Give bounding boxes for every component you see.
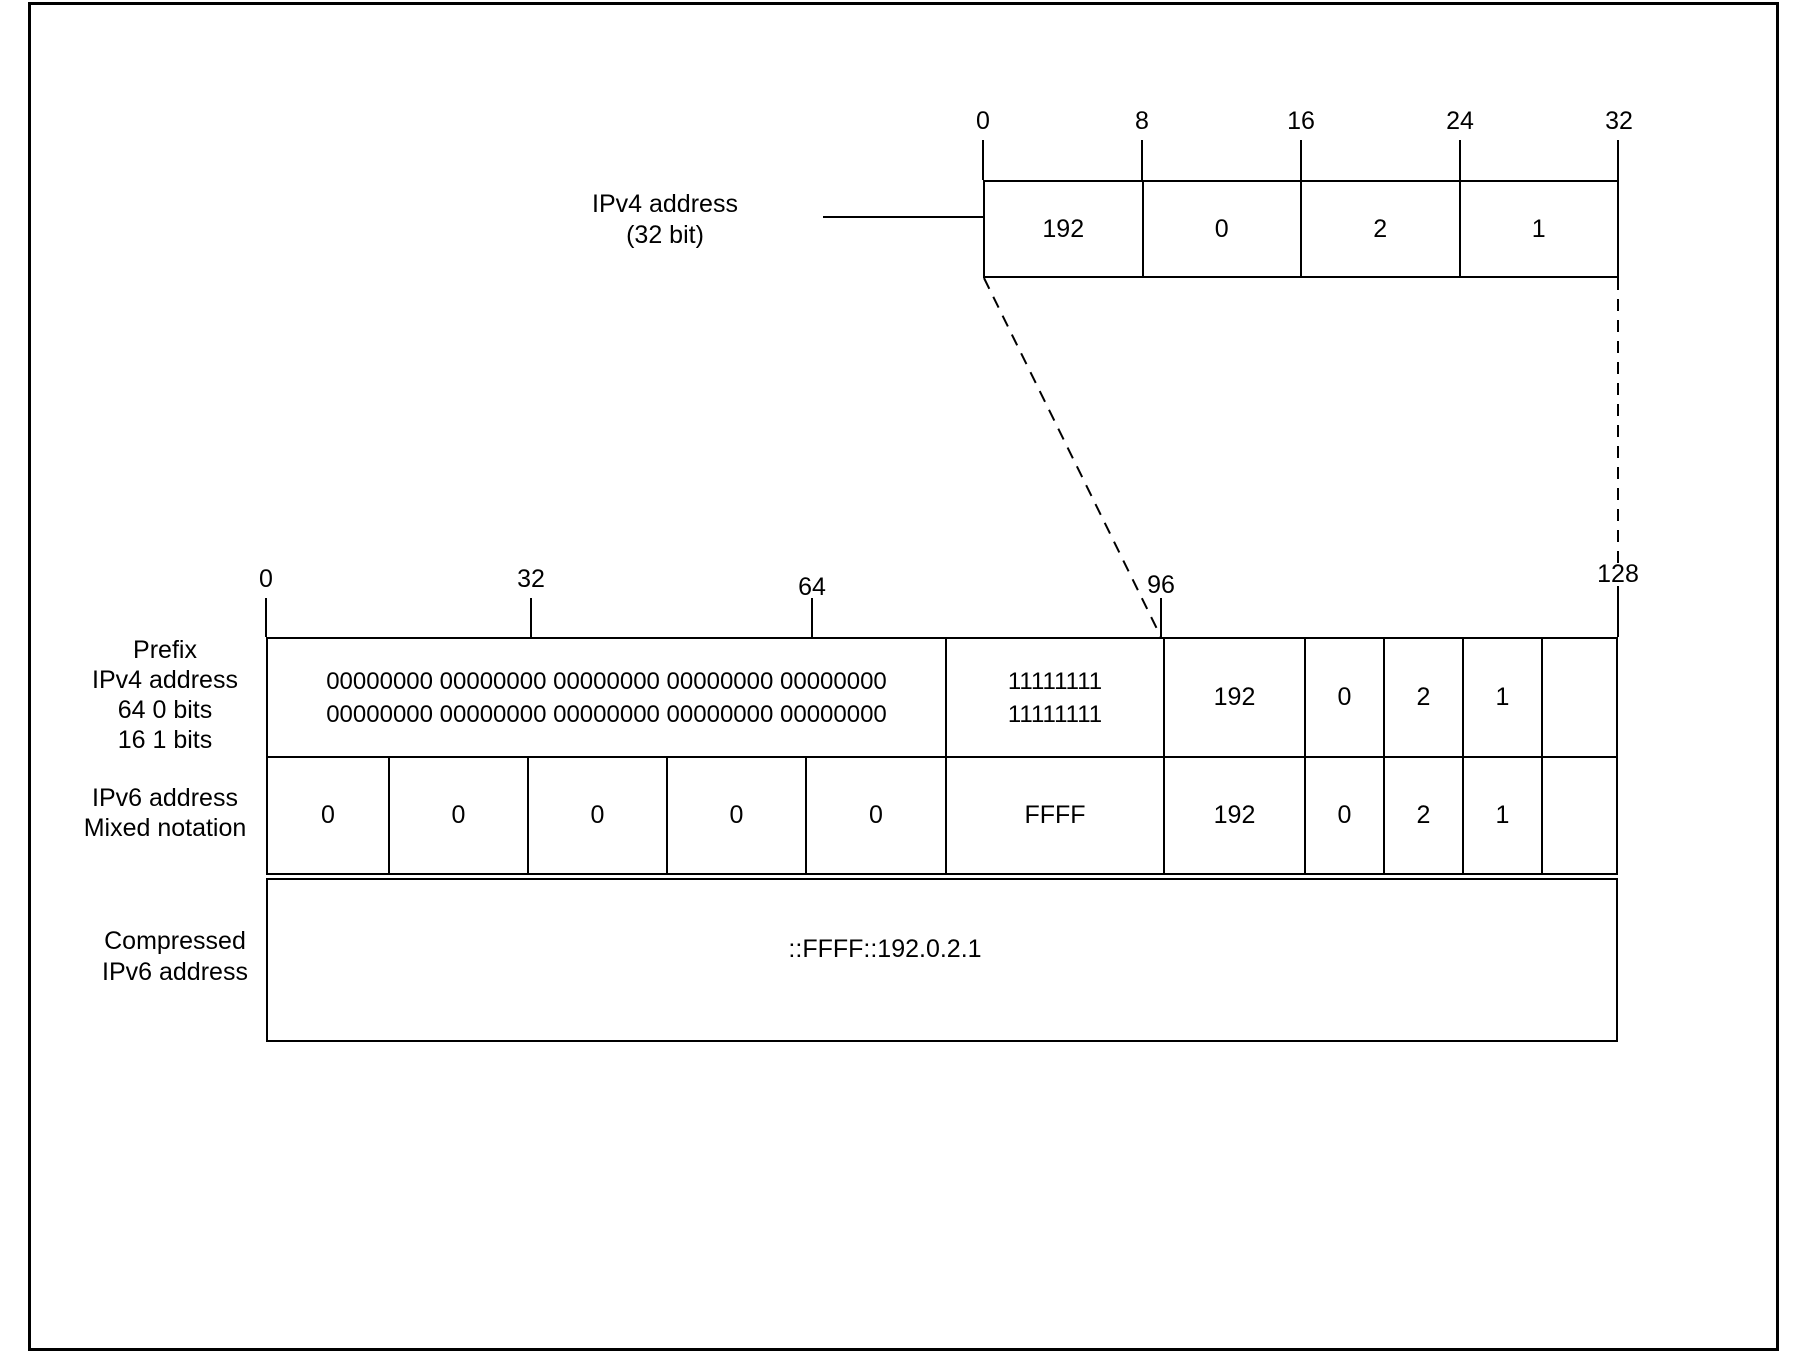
mixed-ipv4-cell-3: 2 (1383, 758, 1462, 873)
dashed-connector-left (983, 277, 1162, 638)
ipv4-tick-mark-24 (1459, 140, 1461, 180)
ipv4-octet-cell-3: 2 (1300, 182, 1459, 276)
row3-label-line1: Compressed (104, 927, 246, 955)
ipv4-tick-mark-8 (1141, 140, 1143, 180)
compressed-address-value: ::FFFF::192.0.2.1 (788, 934, 982, 963)
ipv6-tick-label-32: 32 (517, 565, 545, 593)
mixed-ipv4-cell-4: 1 (1462, 758, 1541, 873)
prefix-row: 00000000 00000000 00000000 00000000 0000… (268, 639, 1616, 758)
row1-label-line1: Prefix (133, 636, 197, 664)
ipv6-tick-mark-32 (530, 598, 532, 637)
ipv4-tick-mark-32 (1617, 140, 1619, 180)
ipv4-octet-cell-1: 192 (1042, 214, 1085, 243)
ipv4-tick-mark-0 (982, 140, 984, 180)
ipv6-bit-table: 00000000 00000000 00000000 00000000 0000… (266, 637, 1618, 875)
row1-label-line2: IPv4 address (92, 666, 238, 694)
prefix-one-bits-cell: 11111111 11111111 (945, 639, 1163, 756)
row1-label: Prefix IPv4 address 64 0 bits 16 1 bits (55, 635, 275, 755)
ipv4-label-connector-line (823, 216, 983, 218)
ipv4-tick-label-0: 0 (976, 107, 990, 135)
zero-bits-line1: 00000000 00000000 00000000 00000000 0000… (326, 667, 887, 695)
row1-label-line3: 64 0 bits (117, 696, 213, 724)
prefix-ipv4-cell-1: 192 (1163, 639, 1304, 756)
mixed-ipv4-cell-2: 0 (1304, 758, 1383, 873)
one-bits-line2: 11111111 (1007, 700, 1103, 728)
ipv4-tick-label-8: 8 (1135, 107, 1149, 135)
mixed-notation-row: 0 0 0 0 0 FFFF 192 0 2 1 (268, 758, 1616, 873)
prefix-ipv4-cell-2: 0 (1304, 639, 1383, 756)
ipv4-octet-box: 192 0 2 1 (983, 180, 1619, 278)
row3-label: Compressed IPv6 address (65, 926, 285, 988)
row2-label: IPv6 address Mixed notation (55, 783, 275, 843)
prefix-trailing-empty-cell (1541, 639, 1616, 756)
prefix-ipv4-cell-3: 2 (1383, 639, 1462, 756)
row3-label-line2: IPv6 address (102, 958, 248, 986)
mixed-zero-cell-4: 0 (666, 758, 805, 873)
mixed-trailing-empty-cell (1541, 758, 1616, 873)
mixed-zero-cell-5: 0 (805, 758, 945, 873)
row2-label-line2: Mixed notation (83, 814, 247, 842)
row1-label-line4: 16 1 bits (117, 726, 213, 754)
ipv6-tick-label-0: 0 (259, 565, 273, 593)
mixed-ipv4-cell-1: 192 (1163, 758, 1304, 873)
zero-bits-line2: 00000000 00000000 00000000 00000000 0000… (326, 700, 887, 728)
ipv6-tick-label-96: 96 (1147, 571, 1175, 599)
ipv6-tick-label-64: 64 (798, 573, 826, 601)
ipv4-tick-mark-16 (1300, 140, 1302, 180)
page-border (28, 2, 1779, 1351)
ipv4-tick-label-24: 24 (1446, 107, 1474, 135)
ipv6-tick-mark-96 (1160, 598, 1162, 637)
prefix-zero-bits-cell: 00000000 00000000 00000000 00000000 0000… (268, 639, 945, 756)
ipv6-tick-mark-0 (265, 598, 267, 637)
ipv4-box-label: IPv4 address (32 bit) (520, 189, 810, 251)
ipv6-tick-mark-128 (1617, 586, 1619, 637)
ipv6-tick-mark-64 (811, 598, 813, 637)
prefix-ipv4-cell-4: 1 (1462, 639, 1541, 756)
mixed-zero-cell-3: 0 (527, 758, 666, 873)
row2-label-line1: IPv6 address (92, 784, 238, 812)
ipv4-tick-label-32: 32 (1605, 107, 1633, 135)
ipv4-octet-cell-4: 1 (1458, 182, 1618, 276)
ipv4-box-label-line1: IPv4 address (592, 190, 738, 218)
ipv6-tick-label-128: 128 (1597, 560, 1639, 588)
mixed-zero-cell-2: 0 (388, 758, 527, 873)
ipv4-box-label-line2: (32 bit) (626, 221, 704, 249)
one-bits-line1: 11111111 (1007, 667, 1103, 695)
compressed-address-box: ::FFFF::192.0.2.1 (266, 878, 1618, 1042)
mixed-zero-cell-1: 0 (321, 801, 335, 829)
ipv4-tick-label-16: 16 (1287, 107, 1315, 135)
mixed-ffff-cell: FFFF (945, 758, 1163, 873)
ipv4-octet-cell-2: 0 (1141, 182, 1301, 276)
